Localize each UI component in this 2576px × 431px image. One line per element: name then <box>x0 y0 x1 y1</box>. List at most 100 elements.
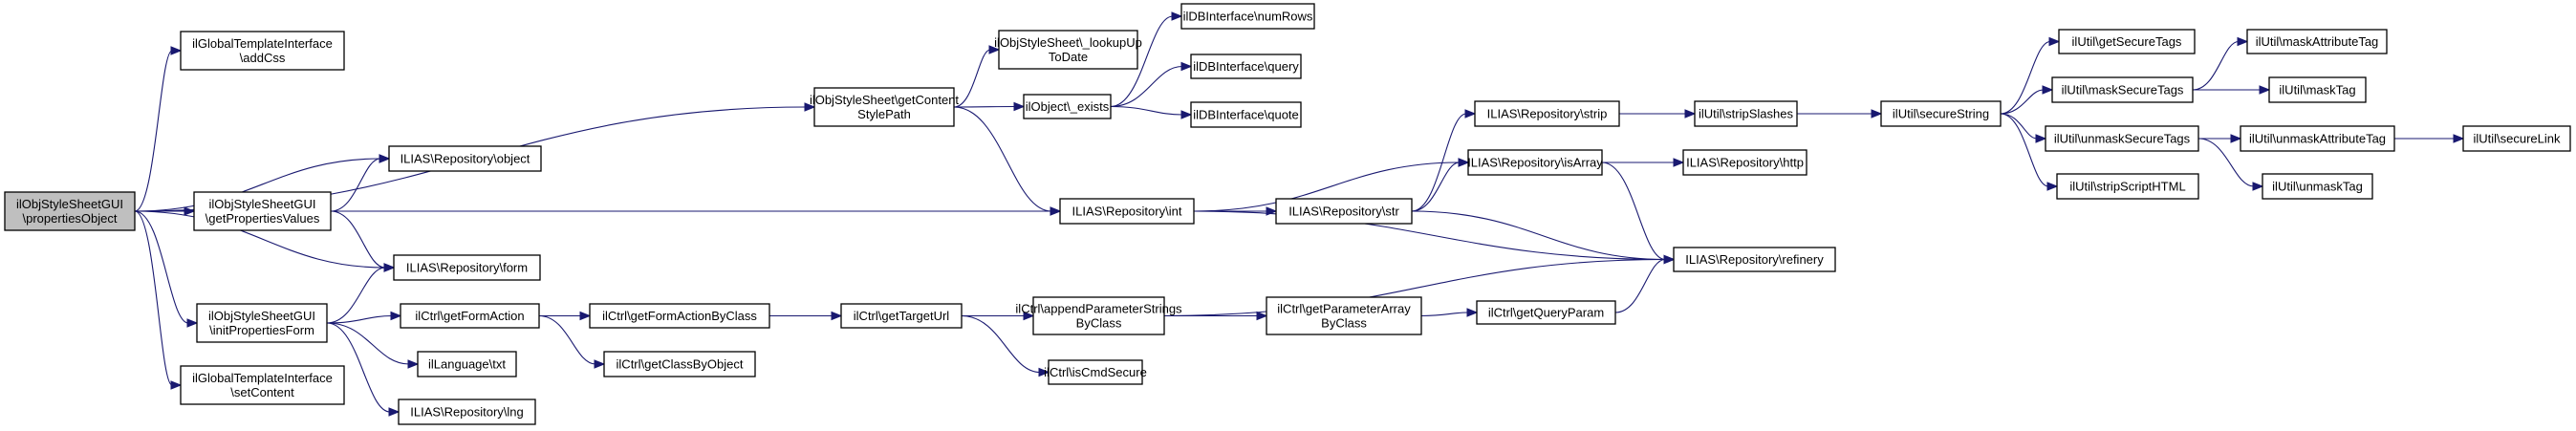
node-http[interactable]: ILIAS\Repository\http <box>1682 149 1808 176</box>
node-label: ilObjStyleSheetGUI <box>16 197 123 211</box>
edge-unmaskSecureTags-to-unmaskTag <box>2197 138 2264 191</box>
node-query[interactable]: ilDBInterface\query <box>1190 54 1302 79</box>
node-box <box>2262 173 2373 200</box>
node-getFormAction[interactable]: ilCtrl\getFormAction <box>400 303 540 329</box>
node-root[interactable]: ilObjStyleSheetGUI\propertiesObject <box>4 191 136 231</box>
arrowhead-icon <box>184 206 196 216</box>
node-getPropertiesValues[interactable]: ilObjStyleSheetGUI\getPropertiesValues <box>193 191 332 231</box>
arrowhead-icon <box>383 263 396 272</box>
node-initPropertiesForm[interactable]: ilObjStyleSheetGUI\initPropertiesForm <box>196 303 328 343</box>
edge-line <box>326 322 410 365</box>
edge-line <box>1411 210 1666 261</box>
node-int[interactable]: ILIAS\Repository\int <box>1059 198 1195 225</box>
arrowhead-icon <box>2237 36 2249 47</box>
edge-initPropertiesForm-to-lng <box>326 322 400 417</box>
node-box <box>196 303 328 343</box>
node-refinery[interactable]: ILIAS\Repository\refinery <box>1673 247 1836 272</box>
node-box <box>1682 149 1808 176</box>
arrowhead-icon <box>186 318 199 328</box>
node-numRows[interactable]: ilDBInterface\numRows <box>1180 3 1315 30</box>
node-label: ilUtil\secureString <box>1893 107 1989 121</box>
node-getSecureTags[interactable]: ilUtil\getSecureTags <box>2058 29 2196 54</box>
edge-line <box>330 210 386 269</box>
node-label: ilCtrl\isCmdSecure <box>1044 365 1147 379</box>
node-label: ILIAS\Repository\strip <box>1487 107 1608 121</box>
node-strip[interactable]: ILIAS\Repository\strip <box>1474 100 1620 127</box>
node-label: ilUtil\unmaskSecureTags <box>2054 132 2191 146</box>
node-box <box>4 191 136 231</box>
edge-line <box>134 50 173 212</box>
node-object[interactable]: ILIAS\Repository\object <box>388 145 542 172</box>
node-addCss[interactable]: ilGlobalTemplateInterface\addCss <box>180 31 345 71</box>
edge-line <box>1411 162 1461 212</box>
node-getFormActionByClass[interactable]: ilCtrl\getFormActionByClass <box>589 303 770 329</box>
node-maskAttributeTag[interactable]: ilUtil\maskAttributeTag <box>2246 29 2388 54</box>
edge-line <box>953 106 1052 212</box>
nodes-layer: ilObjStyleSheetGUI\propertiesObject ilGlo… <box>4 3 2571 425</box>
node-unmaskSecureTags[interactable]: ilUtil\unmaskSecureTags <box>2045 125 2199 152</box>
arrowhead-icon <box>2042 85 2054 95</box>
node-label: ILIAS\Repository\form <box>406 261 528 275</box>
node-unmaskTag[interactable]: ilUtil\unmaskTag <box>2262 173 2373 200</box>
edge-strip-to-stripSlashes <box>1619 109 1697 119</box>
edge-line <box>2192 40 2240 91</box>
edge-line <box>2000 40 2051 115</box>
node-label: ByClass <box>1321 316 1367 331</box>
node-maskTag[interactable]: ilUtil\maskTag <box>2268 76 2367 103</box>
node-label: \initPropertiesForm <box>209 323 314 337</box>
node-box <box>1694 100 1798 127</box>
arrowhead-icon <box>1673 158 1685 167</box>
node-box <box>1190 101 1302 128</box>
node-isCmdSecure[interactable]: ilCtrl\isCmdSecure <box>1044 359 1147 385</box>
node-label: ilUtil\stripScriptHTML <box>2069 180 2185 194</box>
node-box <box>603 351 756 377</box>
node-maskSecureTags[interactable]: ilUtil\maskSecureTags <box>2051 76 2194 103</box>
node-label: ilObjStyleSheetGUI <box>208 309 315 323</box>
node-unmaskAttributeTag[interactable]: ilUtil\unmaskAttributeTag <box>2240 125 2395 152</box>
node-txt[interactable]: ilLanguage\txt <box>417 351 517 377</box>
edge-line <box>1110 65 1183 108</box>
edge-getTargetUrl-to-appendParameterStrings <box>962 311 1035 321</box>
node-form[interactable]: ILIAS\Repository\form <box>393 254 541 281</box>
node-label: ILIAS\Repository\lng <box>410 405 524 420</box>
node-box <box>1048 359 1143 385</box>
node-box <box>180 365 345 405</box>
node-box <box>1275 198 1413 225</box>
node-stripSlashes[interactable]: ilUtil\stripSlashes <box>1694 100 1798 127</box>
node-setContent[interactable]: ilGlobalTemplateInterface\setContent <box>180 365 345 405</box>
edge-line <box>1420 312 1469 317</box>
edge-line <box>134 210 173 386</box>
edge-int-to-refinery <box>1193 210 1676 265</box>
node-box <box>1190 54 1302 79</box>
node-label: \addCss <box>240 51 286 65</box>
node-getTargetUrl[interactable]: ilCtrl\getTargetUrl <box>840 303 963 329</box>
arrowhead-icon <box>579 311 592 321</box>
node-isArray[interactable]: ILIAS\Repository\isArray <box>1467 149 1603 176</box>
node-secureString[interactable]: ilUtil\secureString <box>1880 100 2002 127</box>
node-label: ilLanguage\txt <box>428 357 506 372</box>
edge-line <box>2000 113 2049 187</box>
node-label: ILIAS\Repository\refinery <box>1685 252 1824 267</box>
node-label: ilDBInterface\numRows <box>1183 10 1313 24</box>
node-quote[interactable]: ilDBInterface\quote <box>1190 101 1302 128</box>
node-label: ilObjStyleSheet\_lookupUp <box>994 35 1142 50</box>
node-lng[interactable]: ILIAS\Repository\lng <box>398 399 536 425</box>
node-getQueryParam[interactable]: ilCtrl\getQueryParam <box>1476 300 1616 325</box>
arrowhead-icon <box>1050 206 1062 216</box>
node-getClassByObject[interactable]: ilCtrl\getClassByObject <box>603 351 756 377</box>
node-exists[interactable]: ilObject\_exists <box>1023 94 1112 119</box>
node-label: ilUtil\stripSlashes <box>1699 107 1793 121</box>
node-secureLink[interactable]: ilUtil\secureLink <box>2462 125 2571 152</box>
arrowhead-icon <box>2035 134 2047 143</box>
node-label: ilUtil\unmaskAttributeTag <box>2249 132 2386 146</box>
node-label: ilCtrl\getClassByObject <box>617 357 744 372</box>
node-label: StylePath <box>857 107 911 121</box>
node-label: ilObjStyleSheet\getContent <box>810 93 959 107</box>
edge-line <box>326 314 393 324</box>
node-stripScriptHTML[interactable]: ilUtil\stripScriptHTML <box>2056 173 2199 200</box>
node-str[interactable]: ILIAS\Repository\str <box>1275 198 1413 225</box>
